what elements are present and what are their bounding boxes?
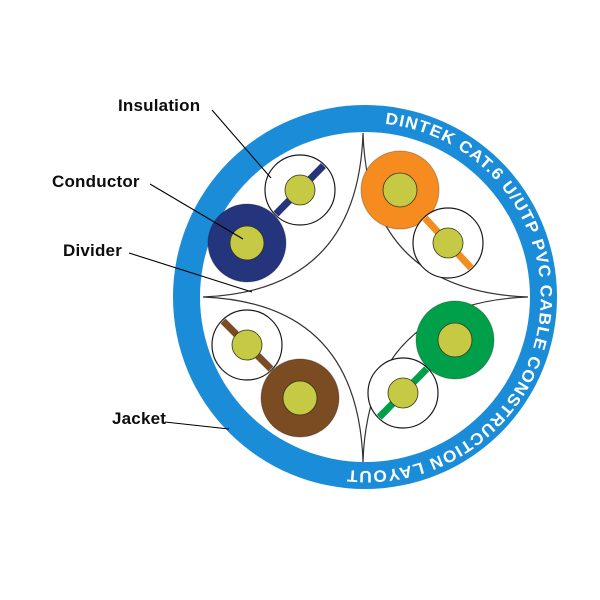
wire-orange-solid-conductor [382,172,418,208]
insulation-leader-line [211,109,272,179]
divider-leader-line [128,252,253,293]
wire-blue-solid-conductor [229,225,265,261]
pair-blue [207,154,336,283]
jacket-leader-line [164,421,230,430]
wire-green-stripe-conductor [387,377,419,409]
wire-brown-solid-conductor [282,380,318,416]
pair-brown [211,309,340,438]
pair-orange [360,150,484,279]
label-divider: Divider [63,241,123,260]
wire-blue-stripe-conductor [284,174,316,206]
conductor-leader-line [149,183,244,240]
wire-brown-stripe-conductor [231,329,263,361]
pair-green [367,300,495,429]
label-insulation: Insulation [118,96,201,115]
wire-orange-stripe-conductor [432,227,464,259]
label-jacket: Jacket [112,409,167,428]
label-conductor: Conductor [52,172,140,191]
wire-green-solid-conductor [437,322,473,358]
